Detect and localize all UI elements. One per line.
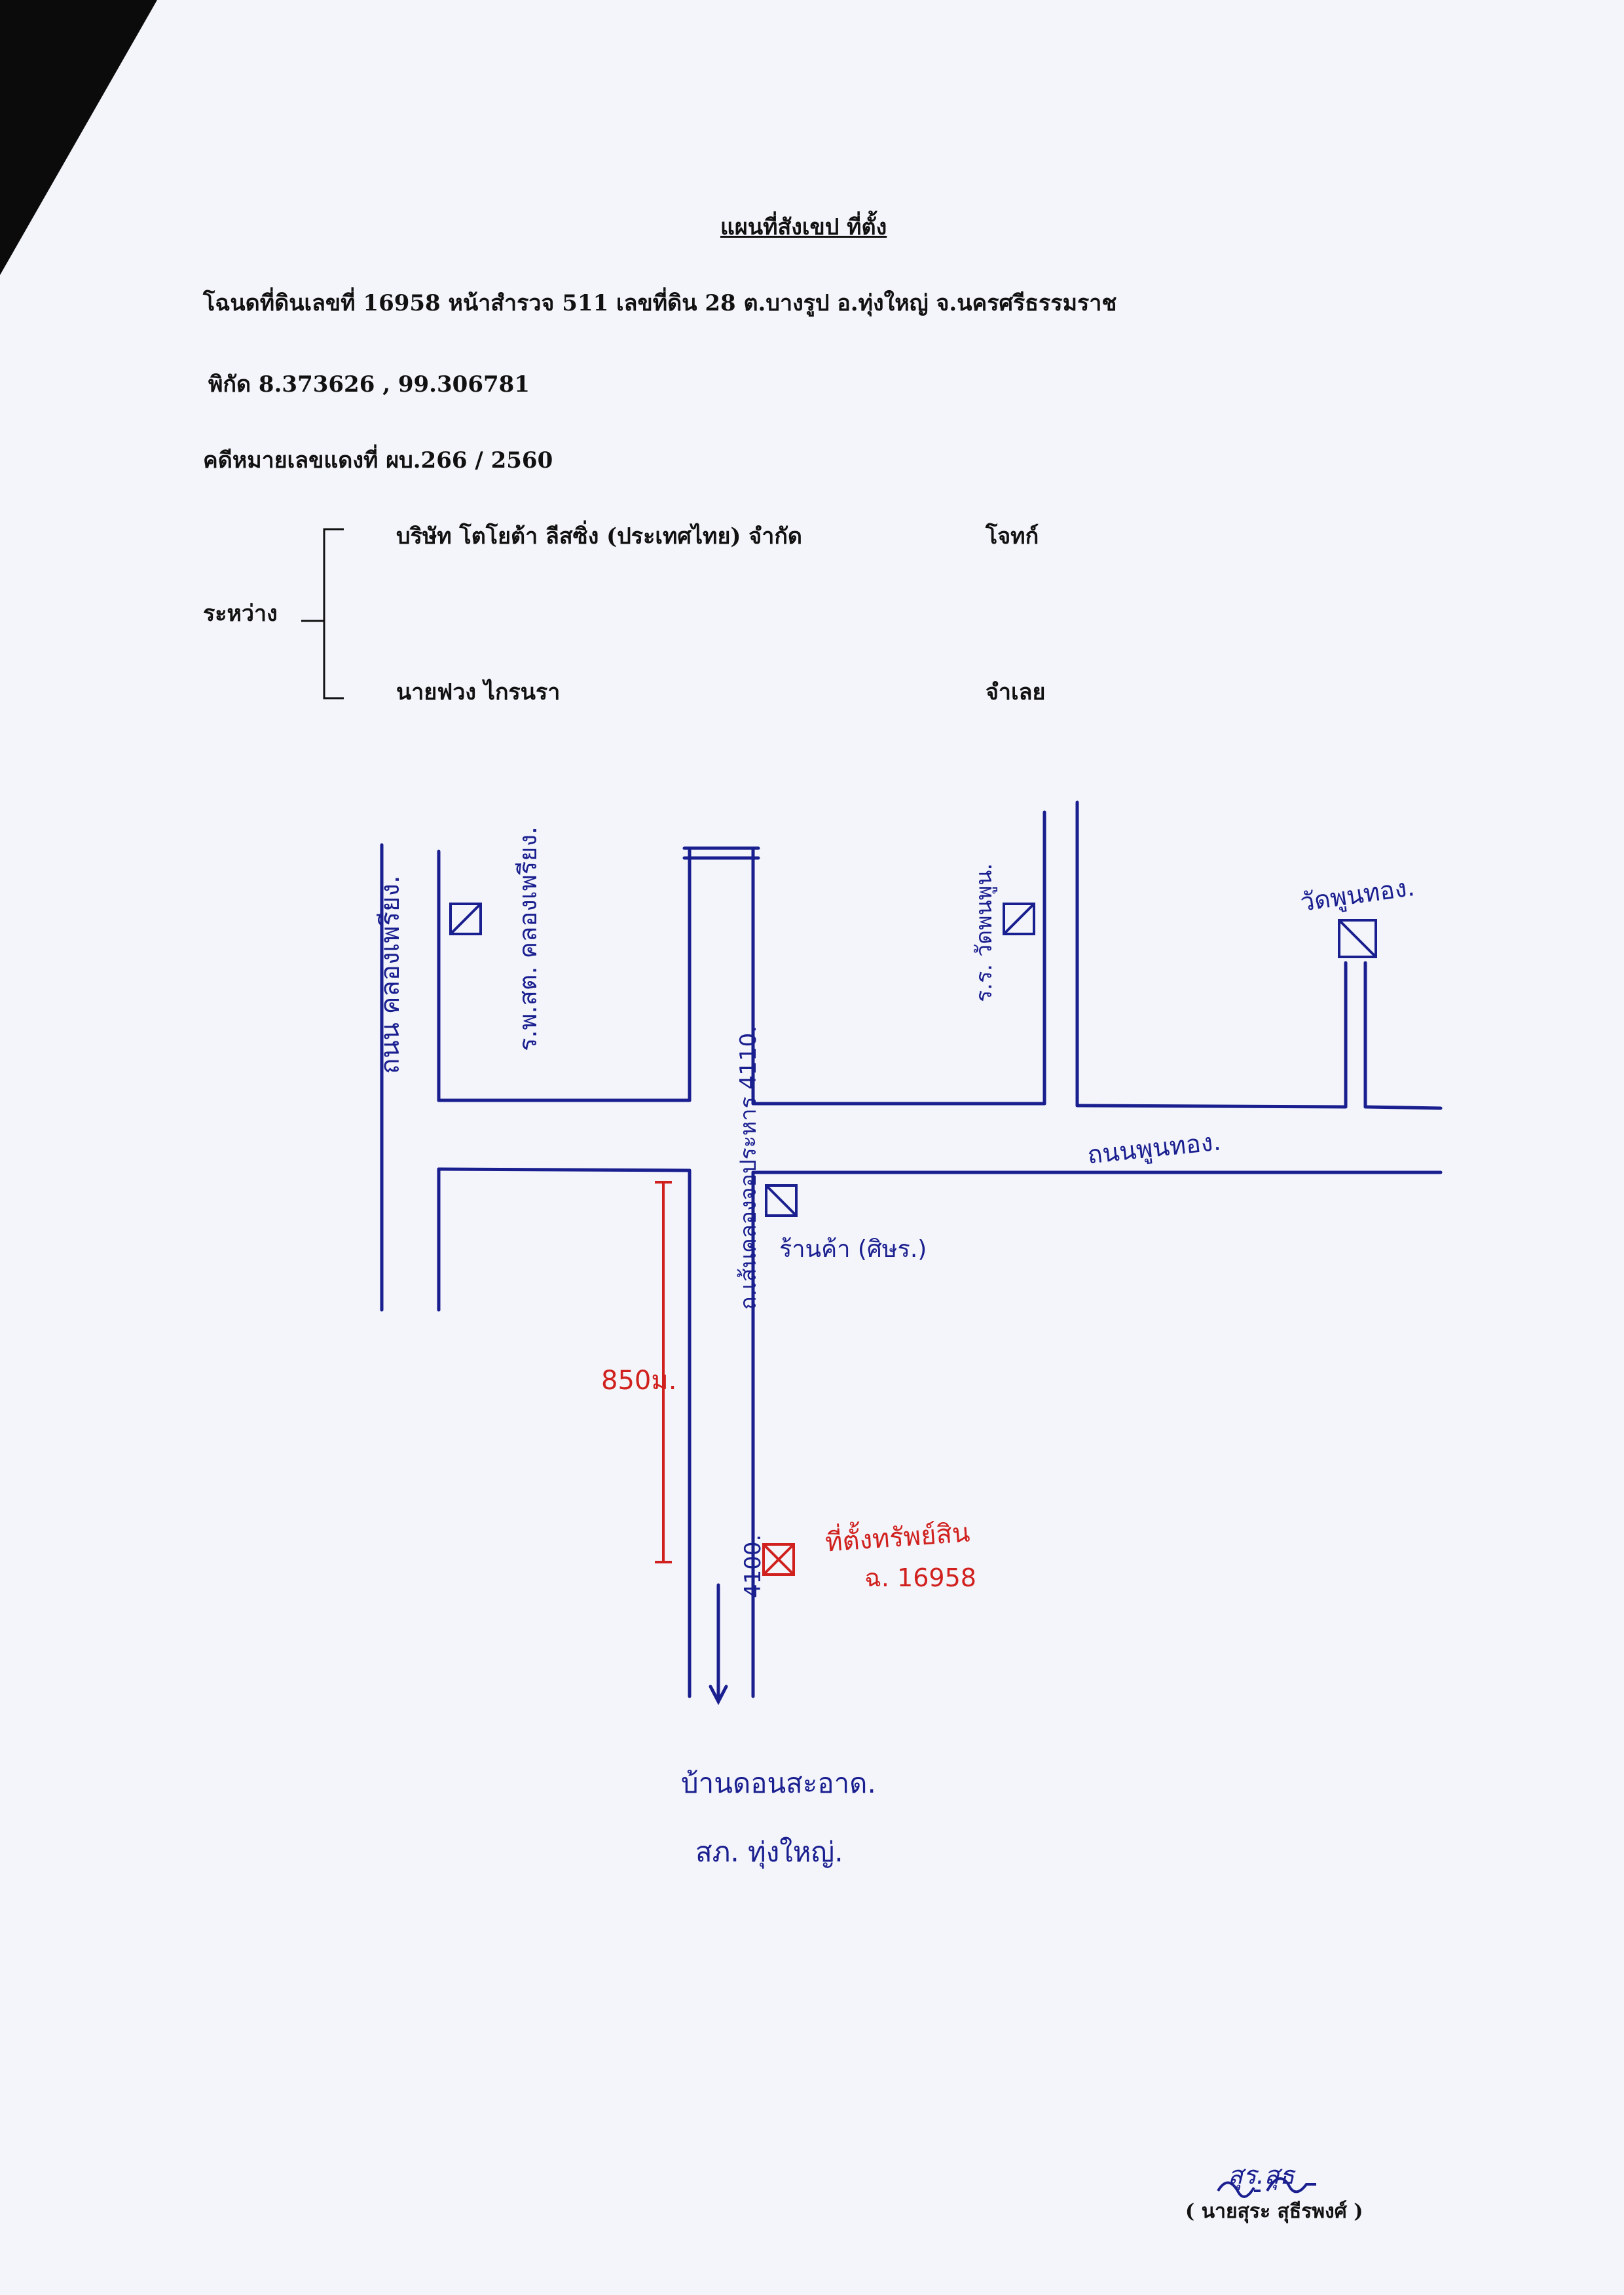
plaintiff-name: บริษัท โตโยต้า ลีสซิ่ง (ประเทศไทย) จำกัด	[396, 523, 802, 550]
case-number-line: คดีหมายเลขแดงที่ ผบ.266 / 2560	[203, 447, 553, 474]
district-label: สภ. ทุ่งใหญ่.	[695, 1836, 843, 1868]
deed-line: โฉนดที่ดินเลขที่ 16958 หน้าสำรวจ 511 เลข…	[203, 290, 1117, 316]
school-label: ร.ร. วัดพนพูน.	[971, 863, 997, 1002]
coordinates-line: พิกัด 8.373626 , 99.306781	[208, 371, 530, 398]
distance-bar	[655, 1181, 672, 1563]
signature: สุร.สุธ	[1228, 2161, 1295, 2190]
shop-label: ร้านค้า (ศิษร.)	[779, 1236, 927, 1263]
school-marker	[1003, 903, 1035, 935]
property-label-line2: ฉ. 16958	[864, 1563, 976, 1592]
defendant-name: นายฟวง ไกรนรา	[396, 679, 561, 705]
road-4100-label: 4100.	[740, 1534, 766, 1598]
scan-corner-shadow	[0, 0, 157, 275]
plaintiff-role: โจทก์	[986, 523, 1039, 550]
landmark-boxes	[449, 903, 1377, 1217]
page-title: แผนที่สังเขป ที่ตั้ง	[720, 214, 887, 240]
between-label: ระหว่าง	[203, 601, 278, 627]
signer-name: ( นายสุระ สุธีรพงศ์ )	[1185, 2200, 1363, 2223]
defendant-role: จำเลย	[986, 679, 1046, 705]
distance-label: 850ม.	[601, 1366, 677, 1396]
road-left-label: ถนน คลองเพรียง.	[375, 875, 405, 1074]
main-road-label: ถ.เส้นคลองจอประหาร 4110.	[735, 1026, 762, 1310]
temple-marker	[1338, 919, 1377, 958]
signature-scribble	[1217, 2177, 1316, 2198]
hospital-label: ร.พ.สต. คลองเพรียง.	[513, 826, 542, 1051]
hospital-marker	[449, 903, 482, 935]
property-marker	[762, 1543, 795, 1576]
village-label: บ้านดอนสะอาด.	[681, 1767, 876, 1799]
shop-marker	[765, 1184, 798, 1217]
road-lines	[380, 800, 1443, 1706]
